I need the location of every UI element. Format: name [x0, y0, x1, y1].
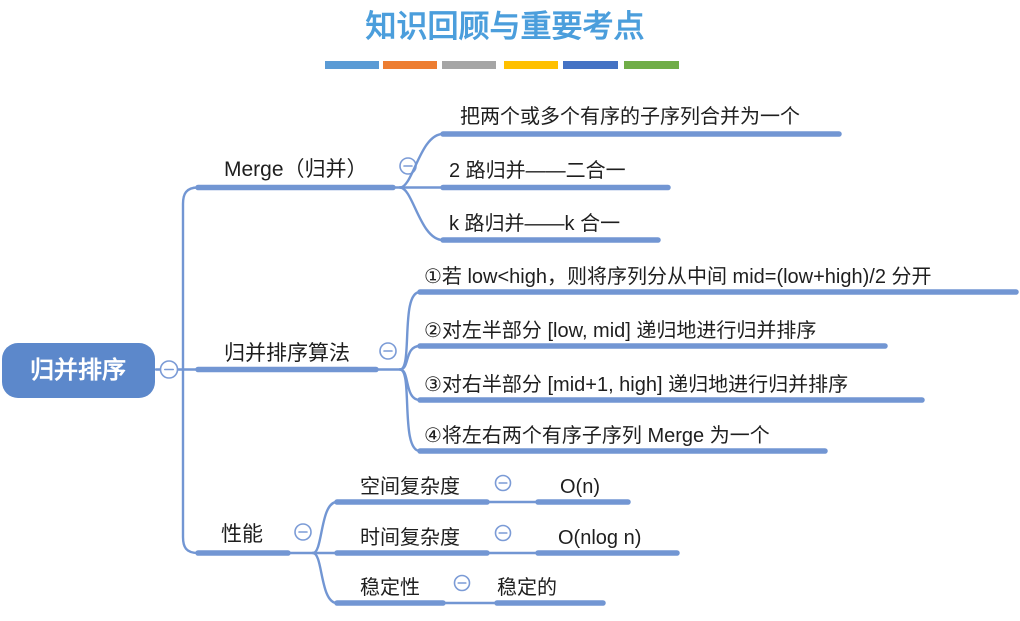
trunk-line — [181, 186, 200, 555]
collapse-button-stability[interactable] — [453, 574, 471, 592]
topic-time-complexity[interactable]: 时间复杂度 — [360, 526, 460, 549]
divider-bar-2 — [383, 61, 437, 69]
topic-step3[interactable]: ③对右半部分 [mid+1, high] 递归地进行归并排序 — [424, 373, 848, 396]
collapse-button-performance[interactable] — [294, 523, 312, 541]
topic-stability-value[interactable]: 稳定的 — [497, 576, 557, 599]
root-node-label: 归并排序 — [30, 356, 126, 384]
divider-bar-3 — [442, 61, 496, 69]
topic-performance[interactable]: 性能 — [221, 523, 263, 546]
collapse-button-space[interactable] — [494, 474, 512, 492]
topic-space-complexity[interactable]: 空间复杂度 — [360, 475, 460, 498]
root-node[interactable]: 归并排序 — [2, 343, 155, 398]
connector — [398, 186, 445, 242]
divider-bar-1 — [325, 61, 379, 69]
collapse-button-algorithm[interactable] — [379, 342, 397, 360]
topic-step1[interactable]: ①若 low<high，则将序列分从中间 mid=(low+high)/2 分开 — [424, 265, 932, 288]
connector — [398, 132, 445, 189]
connector — [398, 290, 422, 371]
connector — [311, 551, 339, 605]
topic-2way-merge[interactable]: 2 路归并——二合一 — [449, 159, 626, 182]
connector — [398, 368, 422, 453]
topic-stability[interactable]: 稳定性 — [360, 576, 420, 599]
connector — [311, 500, 339, 555]
topic-step4[interactable]: ④将左右两个有序子序列 Merge 为一个 — [424, 424, 770, 447]
topic-step2[interactable]: ②对左半部分 [low, mid] 递归地进行归并排序 — [424, 319, 816, 342]
divider-bar-6 — [624, 61, 679, 69]
divider-bar-4 — [504, 61, 558, 69]
topic-algorithm[interactable]: 归并排序算法 — [224, 342, 350, 365]
collapse-button-time[interactable] — [494, 524, 512, 542]
topic-time-value[interactable]: O(nlog n) — [558, 527, 641, 549]
collapse-button-root[interactable] — [159, 360, 179, 379]
topic-merge[interactable]: Merge（归并） — [224, 158, 368, 181]
topic-merge-def[interactable]: 把两个或多个有序的子序列合并为一个 — [460, 105, 800, 128]
topic-kway-merge[interactable]: k 路归并——k 合一 — [449, 212, 620, 235]
root-node-shape[interactable] — [2, 343, 155, 398]
page-title: 知识回顾与重要考点 — [366, 9, 645, 44]
topic-space-value[interactable]: O(n) — [560, 476, 600, 498]
divider-bar-5 — [563, 61, 618, 69]
title-divider — [325, 61, 679, 69]
